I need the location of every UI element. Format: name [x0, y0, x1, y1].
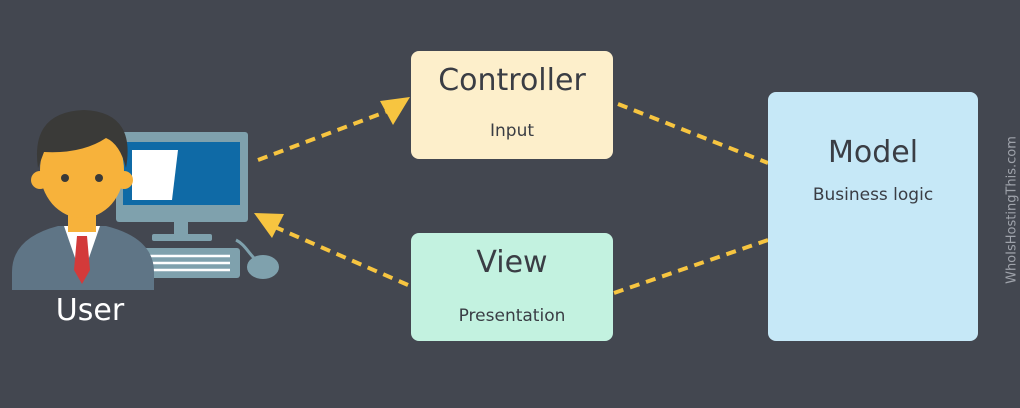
user-tie: [74, 236, 90, 284]
user-hair: [36, 110, 128, 168]
monitor-stand: [152, 234, 212, 241]
user-to-controller-line: [257, 109, 389, 162]
user-right-eye: [95, 174, 103, 182]
user-avatar-icon: [12, 110, 154, 290]
model-title: Model: [827, 135, 919, 170]
model-to-view-line: [613, 238, 769, 295]
controller-title: Controller: [438, 63, 586, 98]
view-to-user-line: [274, 225, 409, 287]
user-label: User: [55, 293, 125, 328]
screen-highlight: [132, 150, 178, 200]
computer-icon: [116, 132, 279, 279]
model-box: Model Business logic: [768, 92, 978, 341]
mouse: [247, 255, 279, 279]
view-subtitle: Presentation: [458, 306, 566, 326]
controller-arrowhead-icon: [380, 97, 410, 125]
user-left-eye: [61, 174, 69, 182]
user-arrowhead-icon: [254, 213, 284, 238]
view-box: View Presentation: [411, 233, 613, 341]
mouse-cable: [235, 238, 256, 260]
controller-subtitle: Input: [489, 121, 535, 141]
view-title: View: [476, 245, 548, 280]
monitor-neck: [174, 222, 188, 234]
controller-to-model-line: [617, 102, 769, 165]
model-subtitle: Business logic: [812, 185, 934, 205]
watermark: WhoIsHostingThis.com: [1004, 136, 1020, 284]
user-figure: [12, 110, 279, 290]
controller-box: Controller Input: [411, 51, 613, 159]
